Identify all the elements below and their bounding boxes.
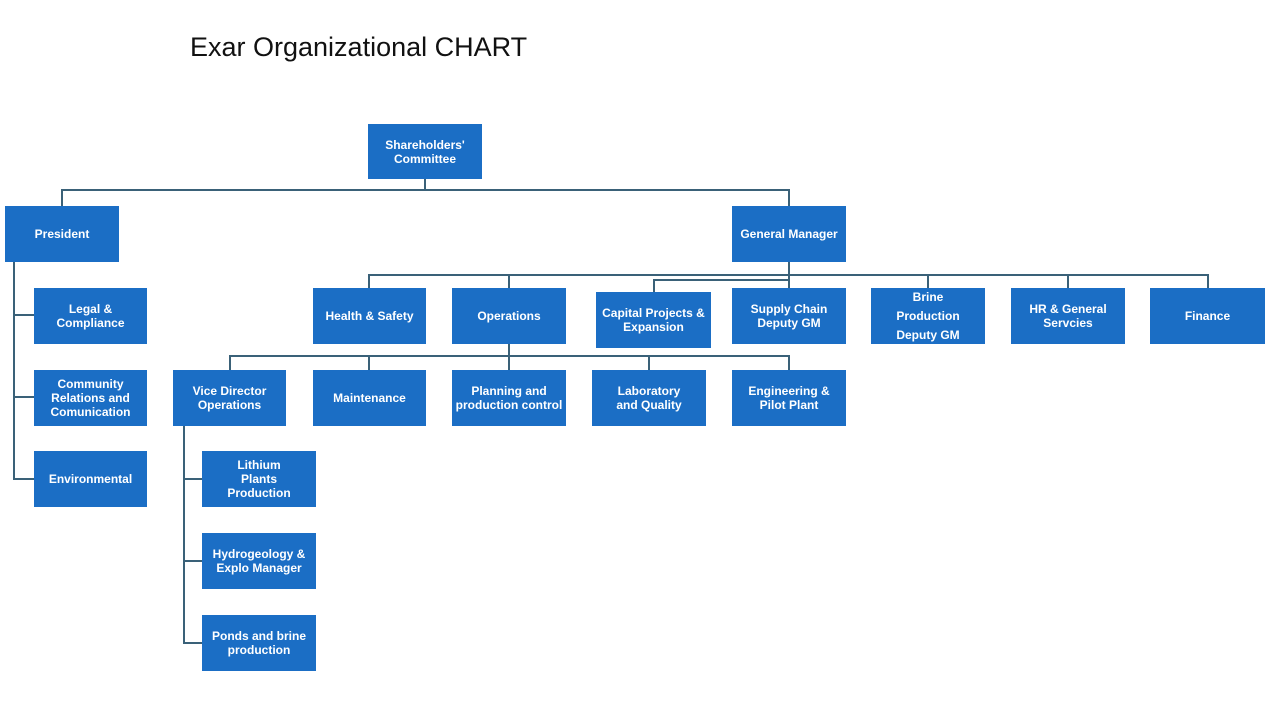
node-environmental: Environmental — [34, 451, 147, 507]
node-shareholders-committee: Shareholders' Committee — [368, 124, 482, 179]
node-engineering-pilot-plant: Engineering & Pilot Plant — [732, 370, 846, 426]
node-community-relations: Community Relations and Comunication — [34, 370, 147, 426]
node-ponds-brine-production: Ponds and brine production — [202, 615, 316, 671]
node-brine-production: Brine Production Deputy GM — [871, 288, 985, 344]
node-lithium-plants-production: Lithium Plants Production — [202, 451, 316, 507]
node-capital-projects: Capital Projects & Expansion — [596, 292, 711, 348]
node-general-manager: General Manager — [732, 206, 846, 262]
node-laboratory-quality: Laboratory and Quality — [592, 370, 706, 426]
node-vice-director-operations: Vice Director Operations — [173, 370, 286, 426]
node-hr-general-services: HR & General Servcies — [1011, 288, 1125, 344]
node-legal-compliance: Legal & Compliance — [34, 288, 147, 344]
node-hydrogeology-explo-manager: Hydrogeology & Explo Manager — [202, 533, 316, 589]
node-planning-production-control: Planning and production control — [452, 370, 566, 426]
node-supply-chain: Supply Chain Deputy GM — [732, 288, 846, 344]
node-health-safety: Health & Safety — [313, 288, 426, 344]
node-finance: Finance — [1150, 288, 1265, 344]
node-maintenance: Maintenance — [313, 370, 426, 426]
node-president: President — [5, 206, 119, 262]
node-operations: Operations — [452, 288, 566, 344]
chart-title: Exar Organizational CHART — [190, 32, 528, 62]
